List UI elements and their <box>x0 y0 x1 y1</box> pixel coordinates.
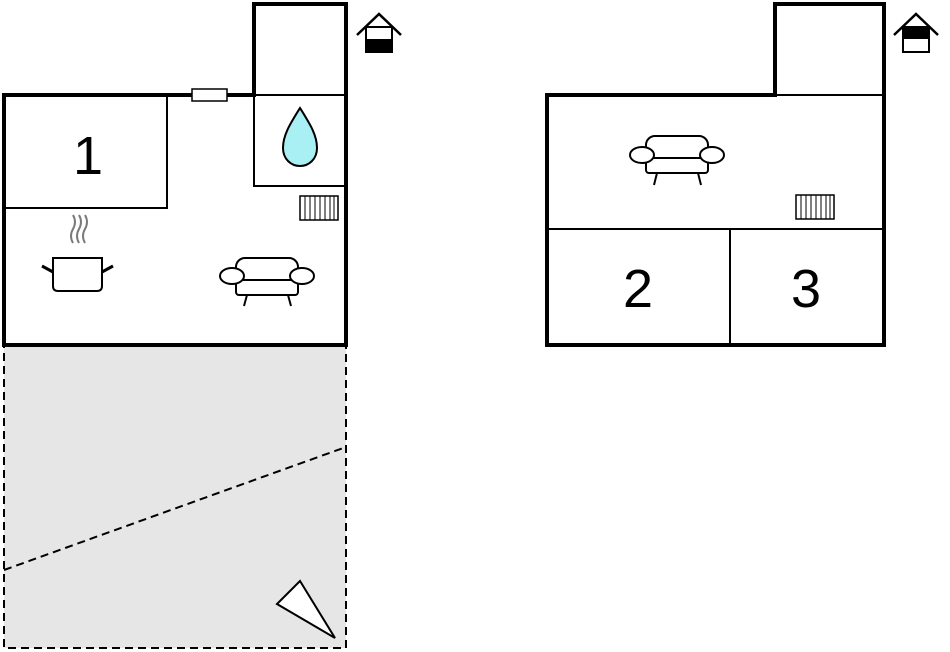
room-3-number: 3 <box>791 259 821 319</box>
sofa-icon <box>219 257 315 307</box>
radiator-icon <box>299 195 339 221</box>
room-2-number: 2 <box>623 259 653 319</box>
terrace <box>3 344 347 649</box>
cooking-pot-icon <box>41 214 114 292</box>
terrace-divider-line <box>3 446 347 571</box>
house-upper-floor-icon <box>893 12 939 53</box>
sofa-icon <box>629 135 725 186</box>
compass-pointer-icon <box>275 579 336 639</box>
radiator-icon <box>795 194 835 220</box>
upper-floor: 2 3 <box>545 2 939 347</box>
bathroom <box>253 94 347 187</box>
water-drop-icon <box>281 106 319 168</box>
upper-floor-outer-wall <box>545 2 886 347</box>
house-ground-floor-icon <box>356 12 402 53</box>
room-1 <box>3 94 168 209</box>
window <box>191 88 228 102</box>
ground-floor: 1 <box>2 2 402 649</box>
room-1-number: 1 <box>73 126 103 186</box>
